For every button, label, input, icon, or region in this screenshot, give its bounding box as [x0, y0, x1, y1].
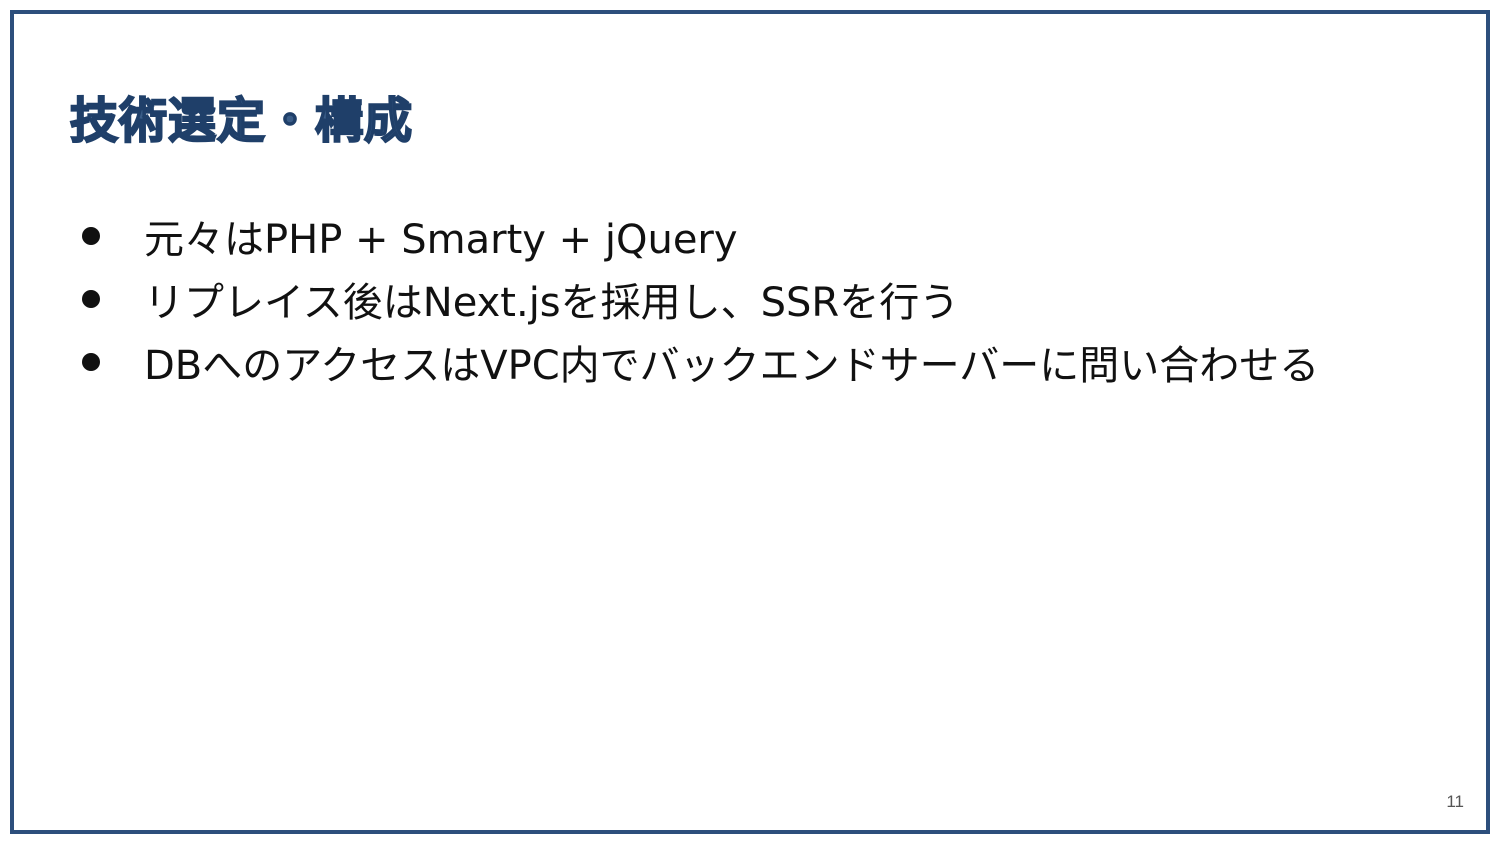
bullet-item: DBへのアクセスはVPC内でバックエンドサーバーに問い合わせる	[78, 330, 1319, 393]
bullet-text: リプレイス後はNext.jsを採用し、SSRを行う	[144, 279, 960, 326]
bullet-list: 元々はPHP + Smarty + jQuery リプレイス後はNext.jsを…	[78, 204, 1319, 393]
slide: 技術選定・構成 元々はPHP + Smarty + jQuery リプレイス後は…	[10, 10, 1490, 834]
bullet-text: 元々はPHP + Smarty + jQuery	[144, 216, 738, 263]
bullet-dot-icon	[82, 289, 100, 308]
bullet-item: リプレイス後はNext.jsを採用し、SSRを行う	[78, 267, 1319, 330]
bullet-text: DBへのアクセスはVPC内でバックエンドサーバーに問い合わせる	[144, 342, 1320, 389]
bullet-item: 元々はPHP + Smarty + jQuery	[78, 204, 1319, 267]
bullet-dot-icon	[82, 352, 100, 371]
slide-title: 技術選定・構成	[69, 92, 414, 150]
page-number: 11	[1446, 792, 1464, 811]
bullet-dot-icon	[82, 226, 100, 245]
